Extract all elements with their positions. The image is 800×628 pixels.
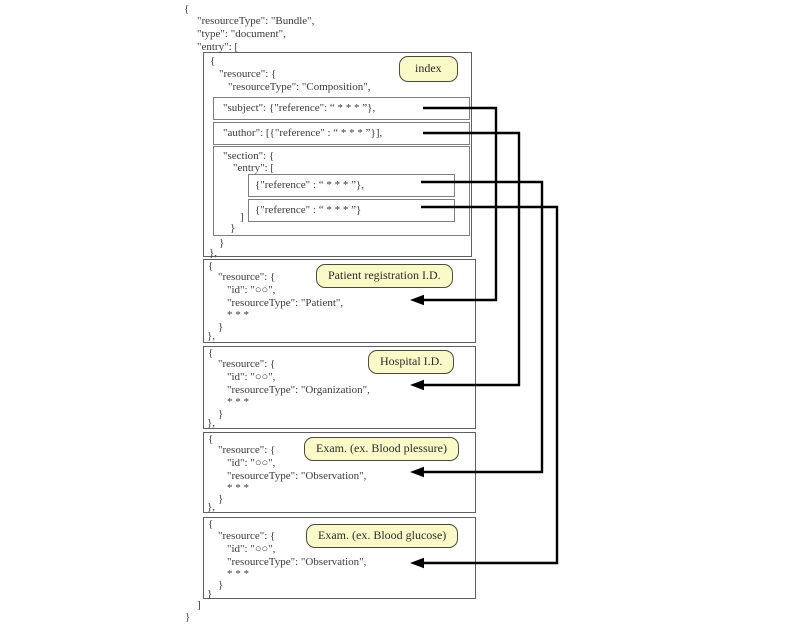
reference2-line: {"reference" : “ * * * ”} [255,204,362,217]
observation1-resource-type-line: "resourceType": "Observation", [227,470,367,482]
patient-id-line: "id": "○○", [227,284,276,296]
bundle-resource-type-line: "resourceType": "Bundle", [197,15,315,27]
section-reference-box-1: {"reference" : “ * * * ”}, [248,174,455,197]
observation1-inner-close: } [218,493,224,505]
patient-resource-type-line: "resourceType": "Patient", [227,297,344,309]
bundle-type-line: "type": "document", [197,28,286,40]
organization-ellipsis-line: * * * [227,396,249,408]
composition-entry-close-brace: }, [209,247,218,259]
patient-outer-close: }, [207,330,216,342]
section-entry-close-line: ] [240,211,244,223]
section-open-line: "section": { [223,150,275,162]
bundle-close-brace: } [185,611,191,623]
subject-line: "subject": {"reference": “ * * * ”}, [223,102,376,115]
exam-glucose-label: Exam. (ex. Blood glucose) [306,524,459,548]
section-box: "section": { "entry": [ {"reference" : “… [213,146,470,236]
observation2-ellipsis-line: * * * [227,568,249,580]
observation1-ellipsis-line: * * * [227,482,249,494]
bundle-entry-close-line: ] [197,599,201,611]
organization-id-line: "id": "○○", [227,371,276,383]
patient-inner-close: } [218,321,224,333]
organization-resource-type-line: "resourceType": "Organization", [227,384,370,396]
organization-inner-close: } [218,408,224,420]
observation2-resource-type-line: "resourceType": "Observation", [227,556,367,568]
entry-box-patient: { "resource": { "id": "○○", "resourceTyp… [203,259,476,343]
patient-resource-open-line: "resource": { [218,271,276,283]
organization-outer-close: }, [207,417,216,429]
observation2-open-brace: { [208,518,214,530]
index-label: index [399,56,458,82]
section-reference-box-2: {"reference" : “ * * * ”} [248,199,455,222]
composition-resource-close-line: } [219,237,225,249]
organization-resource-open-line: "resource": { [218,358,276,370]
observation1-outer-close: }, [207,501,216,513]
observation2-id-line: "id": "○○", [227,543,276,555]
author-reference-box: "author": [{"reference" : “ * * * ”}], [213,122,470,145]
patient-open-brace: { [208,260,214,272]
observation1-resource-open-line: "resource": { [218,444,276,456]
composition-open-brace: { [210,55,216,67]
patient-ellipsis-line: * * * [227,309,249,321]
composition-resource-type-line: "resourceType": "Composition", [228,81,371,93]
hospital-label: Hospital I.D. [368,350,455,374]
bundle-entry-open-line: "entry": [ [197,41,239,53]
entry-box-observation-pressure: { "resource": { "id": "○○", "resourceTyp… [203,432,476,513]
observation1-id-line: "id": "○○", [227,457,276,469]
organization-open-brace: { [208,347,214,359]
section-close-line: } [230,222,236,234]
exam-pressure-label: Exam. (ex. Blood plessure) [304,437,459,461]
section-entry-open-line: "entry": [ [233,162,275,174]
bundle-open-brace: { [184,3,190,15]
patient-label: Patient registration I.D. [316,264,453,288]
observation2-outer-close: } [207,588,213,600]
observation2-resource-open-line: "resource": { [218,530,276,542]
entry-box-organization: { "resource": { "id": "○○", "resourceTyp… [203,346,476,429]
subject-reference-box: "subject": {"reference": “ * * * ”}, [213,97,470,120]
entry-box-observation-glucose: { "resource": { "id": "○○", "resourceTyp… [203,517,476,600]
author-line: "author": [{"reference" : “ * * * ”}], [223,127,383,140]
reference1-line: {"reference" : “ * * * ”}, [255,179,365,192]
observation2-inner-close: } [218,579,224,591]
entry-box-composition: { "resource": { "resourceType": "Composi… [203,52,472,259]
observation1-open-brace: { [208,433,214,445]
composition-resource-open-line: "resource": { [219,68,277,80]
